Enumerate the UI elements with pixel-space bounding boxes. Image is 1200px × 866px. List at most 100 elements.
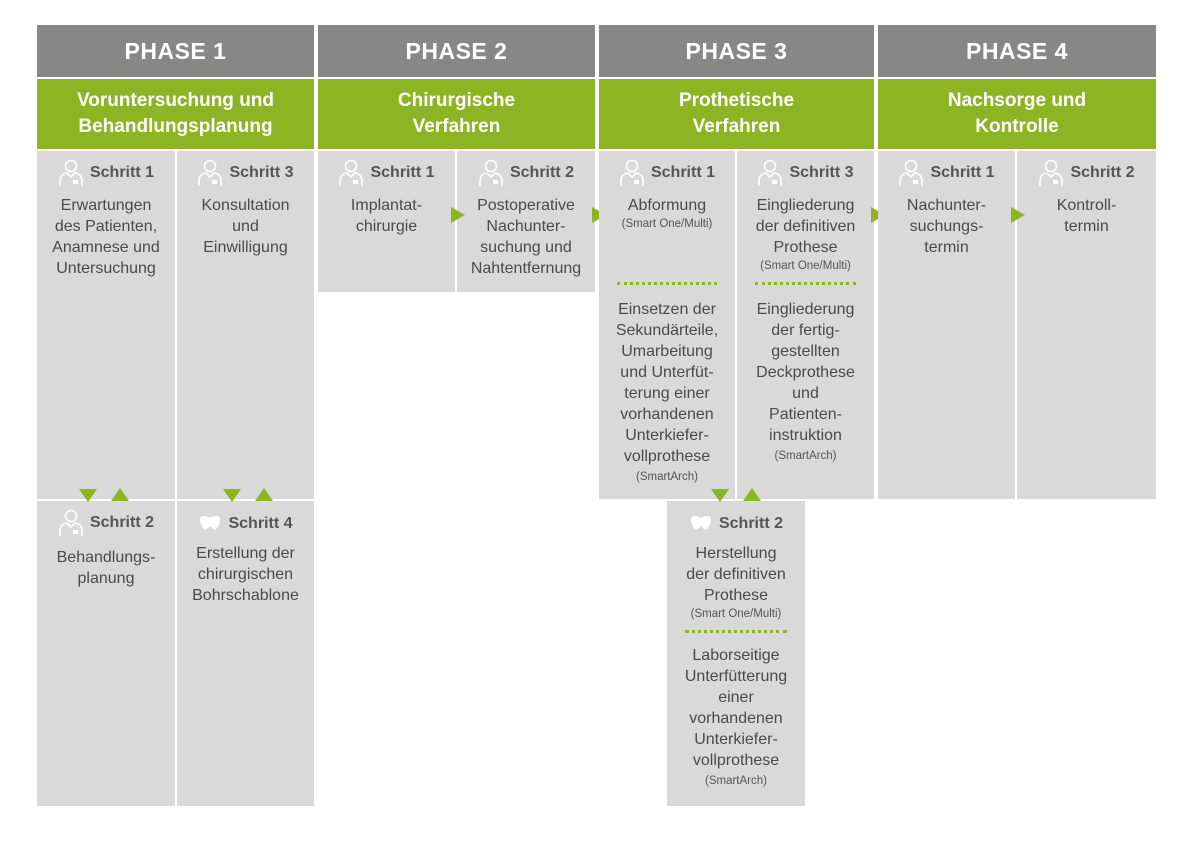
arrow-up: [255, 488, 273, 501]
p3-step-1-note: (Smart One/Multi): [621, 218, 713, 230]
phase-3-title: PHASE 3: [685, 37, 788, 64]
patient-icon: [479, 159, 503, 186]
p3-step-1-desc: Abformung: [599, 195, 735, 216]
desc-line: Eingliederung: [756, 301, 855, 318]
tooth-icon: [200, 516, 221, 530]
p3-step-3-note: (Smart One/Multi): [760, 260, 851, 272]
desc-line: vorhandenen: [689, 710, 783, 727]
desc-line: termin: [1064, 218, 1109, 235]
arrow-right: [451, 207, 465, 223]
phase-1-header: PHASE 1: [37, 25, 314, 77]
p1-step-1-label: Schritt 1: [89, 164, 154, 181]
p4-step-2-cell: Schritt 2 Kontroll-termin: [1017, 151, 1156, 499]
desc-line: Eingliederung: [756, 197, 855, 214]
phase-3-subtitle-line: Verfahren: [692, 116, 781, 137]
phase-4-subtitle-line: Nachsorge und: [947, 90, 1087, 111]
phase-4-header: PHASE 4: [878, 25, 1156, 77]
p4-step-1-label: Schritt 1: [930, 164, 995, 181]
p1-step-4-label: Schritt 4: [228, 515, 293, 532]
desc-line: planung: [77, 570, 135, 587]
dotted-separator: [617, 282, 717, 285]
p1-step-1-head: Schritt 1: [37, 159, 175, 187]
desc-line: suchungs-: [909, 218, 984, 235]
phase-1-title: PHASE 1: [124, 37, 227, 64]
patient-icon: [1039, 159, 1064, 186]
phase-2-title: PHASE 2: [405, 37, 508, 64]
desc-line: vollprothese: [623, 448, 711, 465]
p1-step-4-head: Schritt 4: [177, 515, 314, 533]
desc-line: Konsultation: [201, 197, 290, 214]
desc-line: Laborseitige: [692, 647, 780, 664]
p4-step-1-head: Schritt 1: [878, 159, 1015, 187]
phase-3-subtitle-line: Prothetische: [678, 90, 795, 111]
desc-line: Herstellung: [695, 545, 777, 562]
desc-line: gestellten: [771, 343, 840, 360]
p3-step-1-cell: Schritt 1 Abformung (Smart One/Multi) Ei…: [599, 151, 735, 499]
desc-line: Deckprothese: [756, 364, 855, 381]
desc-line: Prothese: [773, 239, 838, 256]
arrow-down: [711, 489, 729, 502]
dotted-separator: [685, 630, 787, 633]
desc-line: und Unterfüt-: [620, 364, 714, 381]
desc-line: Umarbeitung: [621, 343, 713, 360]
desc-line: Unterkiefer-: [625, 427, 709, 444]
patient-icon: [339, 159, 364, 186]
desc-line: instruktion: [769, 427, 842, 444]
desc-line: Prothese: [703, 587, 769, 604]
patient-icon: [620, 159, 644, 186]
patient-icon: [899, 159, 924, 186]
patient-icon: [198, 159, 223, 186]
desc-line: Behandlungs-: [56, 549, 156, 566]
phase-2-header: PHASE 2: [318, 25, 595, 77]
p1-step-3-head: Schritt 3: [177, 159, 314, 187]
phase-1-subtitle-line: Voruntersuchung und: [76, 90, 275, 111]
dotted-separator: [755, 282, 856, 285]
phase-4-subtitle-line: Kontrolle: [975, 116, 1059, 137]
desc-line: Einsetzen der: [618, 301, 716, 318]
desc-line: einer: [718, 689, 754, 706]
arrow-down: [79, 489, 97, 502]
desc-line: Postoperative: [477, 197, 575, 214]
desc-line: Erwartungen: [60, 197, 152, 214]
p4-step-2-desc: Kontroll-termin: [1017, 195, 1156, 237]
p3-step-1-label: Schritt 1: [650, 164, 715, 181]
desc-line: chirurgischen: [197, 566, 294, 583]
p3-step-3-head: Schritt 3: [737, 159, 874, 187]
desc-line: der definitiven: [755, 218, 856, 235]
desc-line: vollprothese: [692, 752, 780, 769]
desc-line: Nahtentfernung: [470, 260, 582, 277]
p1-step-2-cell: Schritt 2 Behandlungs-planung: [37, 501, 175, 806]
tooth-icon: [690, 516, 711, 530]
desc-line: chirurgie: [355, 218, 418, 235]
p4-step-2-label: Schritt 2: [1070, 164, 1135, 181]
p3-step-2-label: Schritt 2: [718, 515, 783, 532]
desc-line: Unterfütterung: [684, 668, 788, 685]
phase-3-header: PHASE 3: [599, 25, 874, 77]
phase-2-subtitle-line: Chirurgische: [397, 90, 516, 111]
p4-step-2-head: Schritt 2: [1017, 159, 1156, 187]
desc-line: Unterkiefer-: [694, 731, 778, 748]
p1-step-2-head: Schritt 2: [37, 509, 175, 537]
desc-line: Abformung: [627, 197, 707, 214]
desc-line: Implantat-: [350, 197, 423, 214]
p2-step-2-label: Schritt 2: [509, 164, 574, 181]
p3-step-1-note-2: (SmartArch): [636, 471, 698, 483]
phase-1-subtitle-line: Behandlungsplanung: [78, 116, 273, 137]
p4-step-1-desc: Nachunter-suchungs-termin: [878, 195, 1015, 258]
p2-step-1-label: Schritt 1: [370, 164, 435, 181]
p3-step-1-head: Schritt 1: [599, 159, 735, 187]
desc-line: der fertig-: [771, 322, 840, 339]
